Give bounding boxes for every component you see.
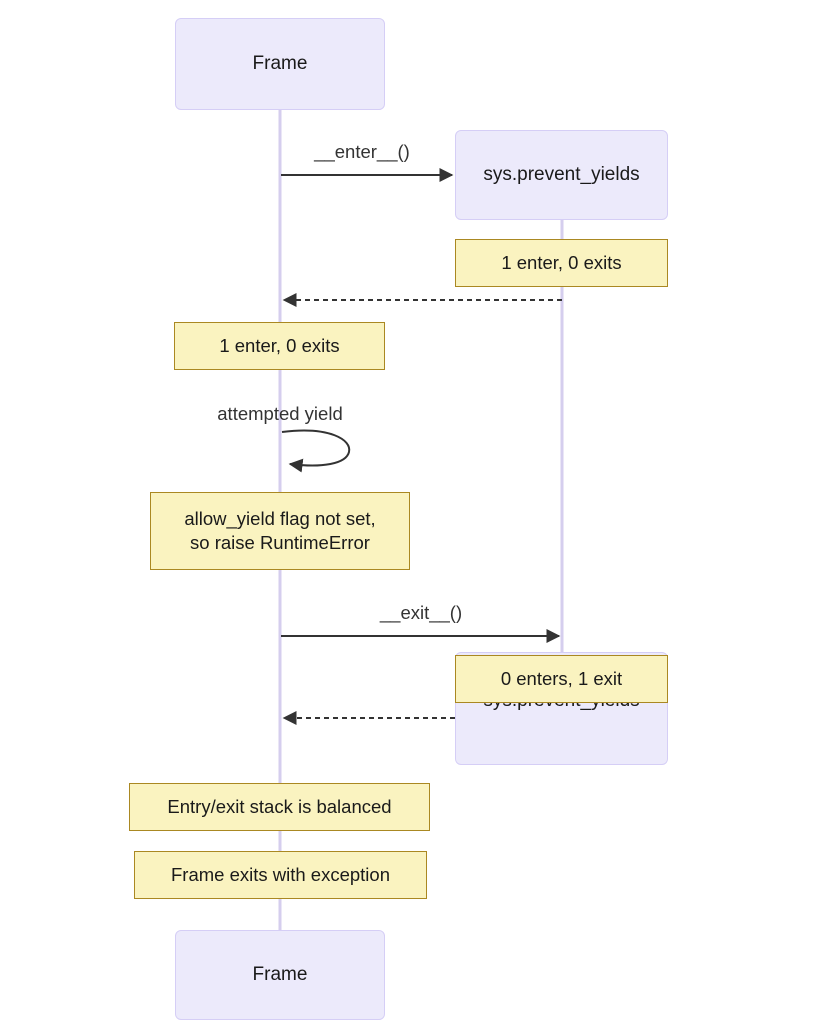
note-left-runtime-error: allow_yield flag not set, so raise Runti… bbox=[150, 492, 410, 570]
participant-frame-top[interactable]: Frame bbox=[175, 18, 385, 110]
message-label-enter: __enter__() bbox=[314, 141, 410, 163]
message-label-attempted-yield: attempted yield bbox=[217, 403, 342, 425]
participant-frame-bottom[interactable]: Frame bbox=[175, 930, 385, 1020]
message-label-text: __enter__() bbox=[314, 141, 410, 162]
message-label-text: __exit__() bbox=[379, 602, 463, 623]
participant-prevent-yields-top[interactable]: sys.prevent_yields bbox=[455, 130, 668, 220]
message-label-text: attempted yield bbox=[217, 403, 343, 424]
note-left-stack-balanced: Entry/exit stack is balanced bbox=[129, 783, 430, 831]
note-text: Entry/exit stack is balanced bbox=[167, 795, 392, 817]
note-right-exit-count: 0 enters, 1 exit bbox=[455, 655, 668, 703]
note-right-enter-count: 1 enter, 0 exits bbox=[455, 239, 668, 287]
note-text: 0 enters, 1 exit bbox=[500, 667, 623, 689]
note-text: 1 enter, 0 exits bbox=[219, 334, 340, 356]
participant-label: Frame bbox=[252, 964, 308, 986]
note-left-enter-count: 1 enter, 0 exits bbox=[174, 322, 385, 370]
participant-label: Frame bbox=[252, 53, 308, 75]
note-text: allow_yield flag not set, so raise Runti… bbox=[184, 507, 376, 553]
message-arrow-self-loop bbox=[281, 429, 351, 473]
note-text: 1 enter, 0 exits bbox=[501, 251, 622, 273]
note-text: Frame exits with exception bbox=[170, 863, 390, 885]
participant-label: sys.prevent_yields bbox=[483, 164, 640, 186]
message-label-exit: __exit__() bbox=[380, 602, 462, 624]
note-left-frame-exits: Frame exits with exception bbox=[134, 851, 427, 899]
